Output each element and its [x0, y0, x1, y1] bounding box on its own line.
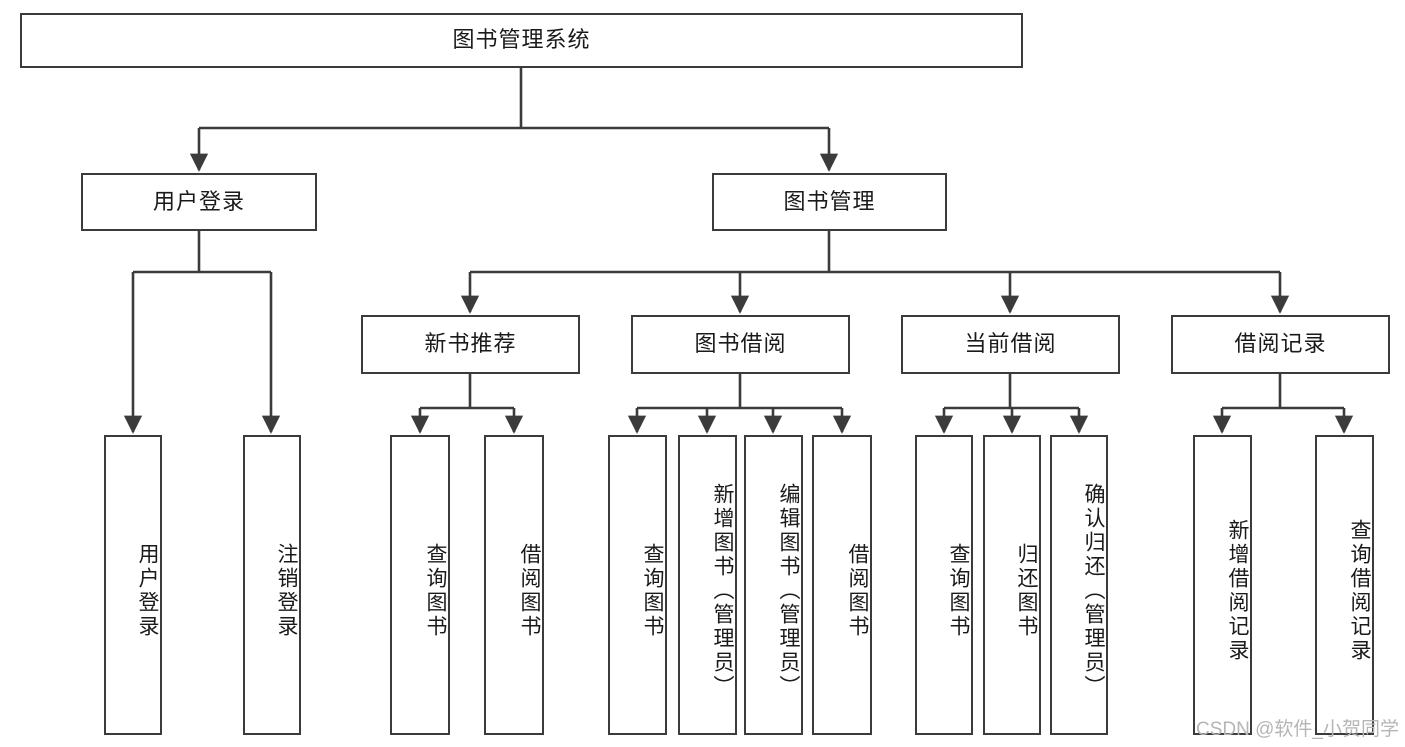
node-book-borrow[interactable]: 图书借阅 [631, 315, 850, 374]
leaf-query-book-recommend[interactable]: 查询图书 [390, 435, 450, 735]
node-new-book-recommend[interactable]: 新书推荐 [361, 315, 580, 374]
leaf-query-book-borrow[interactable]: 查询图书 [608, 435, 667, 735]
leaf-return-book[interactable]: 归还图书 [983, 435, 1041, 735]
leaf-query-book-current[interactable]: 查询图书 [915, 435, 973, 735]
node-root-label: 图书管理系统 [452, 27, 591, 53]
node-borrow-record[interactable]: 借阅记录 [1171, 315, 1390, 374]
leaf-borrow-book[interactable]: 借阅图书 [812, 435, 872, 735]
leaf-add-book-admin-label: 新增图书（管理员） [711, 483, 734, 699]
node-current-borrow[interactable]: 当前借阅 [901, 315, 1120, 374]
leaf-add-book-admin[interactable]: 新增图书（管理员） [678, 435, 737, 735]
leaf-borrow-book-label: 借阅图书 [846, 543, 869, 639]
leaf-return-book-label: 归还图书 [1015, 543, 1038, 639]
leaf-query-book-current-label: 查询图书 [947, 543, 970, 639]
node-root[interactable]: 图书管理系统 [20, 13, 1023, 68]
leaf-user-login[interactable]: 用户登录 [104, 435, 162, 735]
leaf-edit-book-admin-label: 编辑图书（管理员） [777, 483, 800, 699]
leaf-logout[interactable]: 注销登录 [243, 435, 301, 735]
node-new-book-recommend-label: 新书推荐 [424, 331, 517, 357]
leaf-confirm-return-admin[interactable]: 确认归还（管理员） [1050, 435, 1108, 735]
node-user-login[interactable]: 用户登录 [81, 173, 317, 231]
leaf-query-borrow-record-label: 查询借阅记录 [1348, 519, 1371, 663]
node-book-borrow-label: 图书借阅 [694, 331, 787, 357]
node-user-login-label: 用户登录 [152, 188, 245, 214]
csdn-watermark: CSDN @软件_小贺同学 [1196, 719, 1399, 740]
leaf-borrow-book-recommend-label: 借阅图书 [518, 543, 541, 639]
leaf-logout-label: 注销登录 [275, 543, 298, 639]
leaf-user-login-label: 用户登录 [136, 543, 159, 639]
node-current-borrow-label: 当前借阅 [964, 331, 1057, 357]
leaf-confirm-return-admin-label: 确认归还（管理员） [1082, 483, 1105, 699]
leaf-add-borrow-record[interactable]: 新增借阅记录 [1193, 435, 1252, 735]
node-book-management[interactable]: 图书管理 [712, 173, 947, 231]
node-borrow-record-label: 借阅记录 [1234, 331, 1327, 357]
leaf-add-borrow-record-label: 新增借阅记录 [1226, 519, 1249, 663]
node-book-management-label: 图书管理 [783, 188, 876, 214]
leaf-query-book-borrow-label: 查询图书 [641, 543, 664, 639]
leaf-query-borrow-record[interactable]: 查询借阅记录 [1315, 435, 1374, 735]
leaf-query-book-recommend-label: 查询图书 [424, 543, 447, 639]
leaf-edit-book-admin[interactable]: 编辑图书（管理员） [744, 435, 803, 735]
leaf-borrow-book-recommend[interactable]: 借阅图书 [484, 435, 544, 735]
